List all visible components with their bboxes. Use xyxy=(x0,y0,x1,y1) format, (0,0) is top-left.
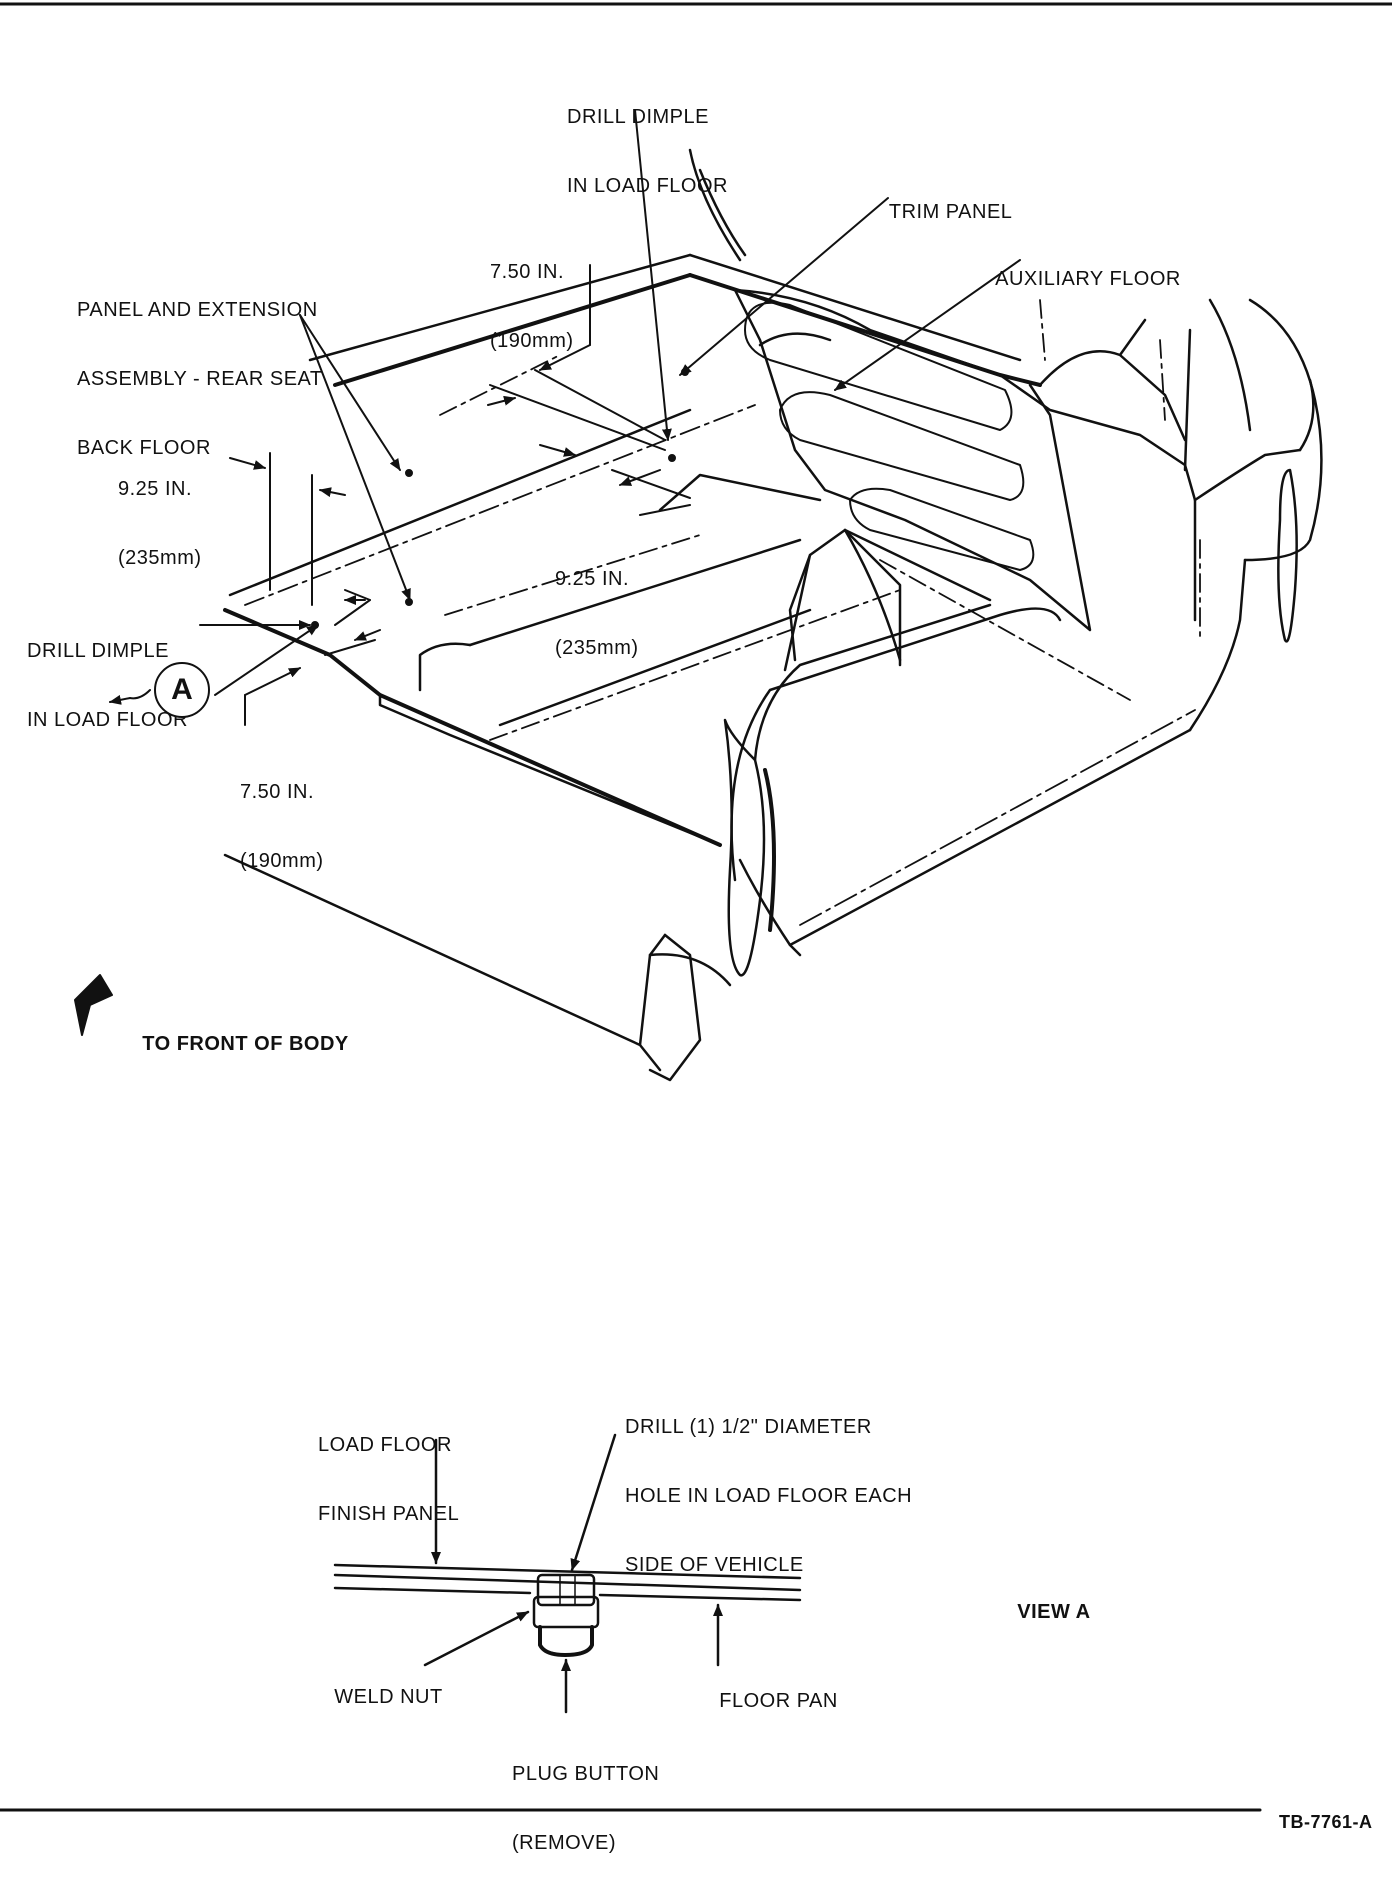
label-to-front: TO FRONT OF BODY xyxy=(118,1010,349,1079)
label-line: (REMOVE) xyxy=(512,1832,616,1854)
label-line: DRILL DIMPLE xyxy=(567,106,709,128)
label-text: AUXILIARY FLOOR xyxy=(995,268,1181,290)
label-line: LOAD FLOOR xyxy=(318,1434,452,1456)
label-dim-925-mid: 9.25 IN. (235mm) xyxy=(555,522,639,706)
label-line: DRILL DIMPLE xyxy=(27,640,169,662)
label-line: FINISH PANEL xyxy=(318,1503,460,1525)
body-outline xyxy=(223,148,1323,1082)
label-text: WELD NUT xyxy=(334,1686,443,1708)
front-direction-arrow xyxy=(74,974,113,1036)
label-dim-750-top: 7.50 IN. (190mm) xyxy=(490,215,574,399)
label-trim-panel: TRIM PANEL xyxy=(865,178,1012,247)
label-line: (235mm) xyxy=(555,637,639,659)
label-text: FLOOR PAN xyxy=(719,1690,838,1712)
label-line: IN LOAD FLOOR xyxy=(27,709,188,731)
label-line: (190mm) xyxy=(490,330,574,352)
label-dim-925-left: 9.25 IN. (235mm) xyxy=(118,432,202,616)
label-line: DRILL (1) 1/2" DIAMETER xyxy=(625,1416,872,1438)
label-line: IN LOAD FLOOR xyxy=(567,175,728,197)
label-line: SIDE OF VEHICLE xyxy=(625,1554,804,1576)
label-drill-hole: DRILL (1) 1/2" DIAMETER HOLE IN LOAD FLO… xyxy=(625,1370,912,1623)
view-a-detail xyxy=(333,1433,802,1714)
label-text: VIEW A xyxy=(1017,1601,1091,1623)
label-text: TB-7761-A xyxy=(1279,1812,1373,1832)
label-text: TO FRONT OF BODY xyxy=(142,1033,349,1055)
label-auxiliary-floor: AUXILIARY FLOOR xyxy=(972,245,1181,314)
dimension-lines xyxy=(109,109,1021,726)
figure-id: TB-7761-A xyxy=(1257,1788,1373,1857)
label-floor-pan: FLOOR PAN xyxy=(695,1667,838,1736)
label-weld-nut: WELD NUT xyxy=(310,1663,443,1732)
label-load-floor-finish: LOAD FLOOR FINISH PANEL xyxy=(318,1388,459,1572)
label-line: (235mm) xyxy=(118,547,202,569)
label-line: 9.25 IN. xyxy=(555,568,630,590)
label-plug-button: PLUG BUTTON (REMOVE) xyxy=(512,1717,659,1901)
callout-a: A xyxy=(154,662,210,718)
label-dim-750-bottom: 7.50 IN. (190mm) xyxy=(240,735,324,919)
label-drill-dimple-top: DRILL DIMPLE IN LOAD FLOOR xyxy=(567,60,728,244)
label-line: PLUG BUTTON xyxy=(512,1763,660,1785)
label-line: ASSEMBLY - REAR SEAT xyxy=(77,368,323,390)
diagram-page: DRILL DIMPLE IN LOAD FLOOR TRIM PANEL AU… xyxy=(0,2,1392,1854)
label-line: 9.25 IN. xyxy=(118,478,193,500)
label-line: (190mm) xyxy=(240,850,324,872)
label-line: 7.50 IN. xyxy=(490,261,565,283)
label-line: HOLE IN LOAD FLOOR EACH xyxy=(625,1485,913,1507)
label-view-a: VIEW A xyxy=(993,1578,1091,1647)
vehicle-body-illustration xyxy=(0,2,1392,1812)
label-line: PANEL AND EXTENSION xyxy=(77,299,318,321)
label-line: BACK FLOOR xyxy=(77,437,211,459)
label-line: 7.50 IN. xyxy=(240,781,315,803)
label-panel-extension: PANEL AND EXTENSION ASSEMBLY - REAR SEAT… xyxy=(77,253,323,506)
label-text: TRIM PANEL xyxy=(888,201,1013,223)
